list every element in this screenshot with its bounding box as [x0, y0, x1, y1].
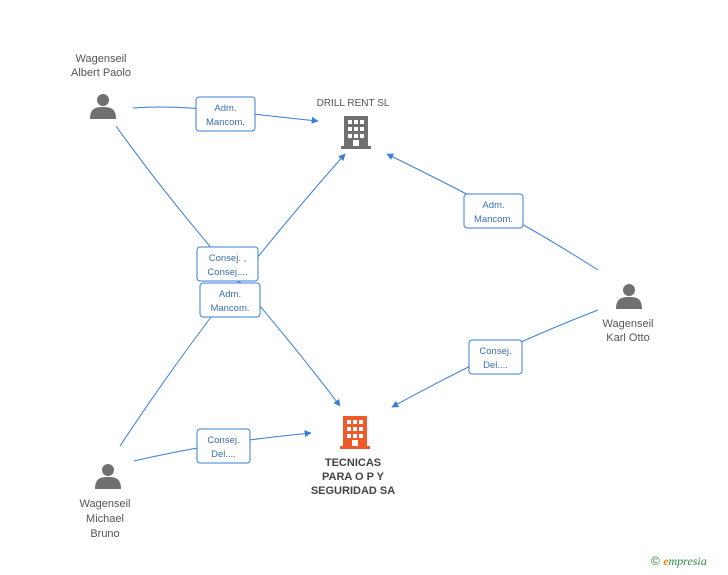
edge-label-line-2: Del.... — [211, 449, 236, 460]
edge-label-line-1: Adm. — [219, 289, 241, 300]
building-icon — [340, 416, 370, 449]
edge-label-e3[interactable]: Adm. Mancom. — [199, 282, 261, 318]
node-company-drill[interactable]: DRILL RENT SL — [317, 98, 390, 149]
node-label-line-2: PARA O P Y — [322, 471, 385, 483]
edge-label-e5[interactable]: Consej. Del.... — [468, 339, 523, 375]
node-label-line-1: DRILL RENT SL — [317, 98, 390, 109]
edge-label-box — [196, 428, 251, 464]
edge-label-line-2: Consej.... — [207, 267, 247, 278]
node-person-karl[interactable]: Wagenseil Karl Otto — [603, 284, 654, 344]
brand-logo-e: e — [663, 554, 669, 568]
edge-label-box — [196, 246, 259, 282]
edge-label-box — [195, 96, 256, 132]
building-icon — [341, 116, 371, 149]
edge-label-line-2: Mancom. — [210, 303, 249, 314]
node-company-tecnicas[interactable]: TECNICAS PARA O P Y SEGURIDAD SA — [311, 416, 395, 497]
edge-label-line-1: Consej. , — [209, 253, 247, 264]
edge-label-line-1: Consej. — [479, 346, 511, 357]
node-label-line-2: Michael — [86, 513, 124, 525]
node-label-line-2: Albert Paolo — [71, 67, 131, 79]
edge-label-line-2: Del.... — [483, 360, 508, 371]
node-label-line-3: Bruno — [90, 528, 119, 540]
edge-label-box — [199, 282, 261, 318]
node-label-line-1: TECNICAS — [325, 457, 381, 469]
edge-label-e4[interactable]: Adm. Mancom. — [463, 193, 524, 229]
edge-label-e6[interactable]: Consej. Del.... — [196, 428, 251, 464]
edge-label-box — [463, 193, 524, 229]
brand-logo-text: mpresia — [668, 554, 707, 568]
edge-label-line-1: Adm. — [482, 200, 504, 211]
node-label-line-3: SEGURIDAD SA — [311, 485, 395, 497]
edge-label-line-1: Consej. — [207, 435, 239, 446]
node-label-line-1: Wagenseil — [76, 53, 127, 65]
copyright-icon: © — [651, 554, 660, 568]
node-person-michael[interactable]: Wagenseil Michael Bruno — [80, 464, 131, 540]
edge-label-line-2: Mancom. — [206, 117, 245, 128]
edge-label-e2[interactable]: Consej. , Consej.... — [196, 246, 259, 282]
person-icon — [616, 284, 642, 309]
empresia-brand[interactable]: © empresia — [651, 554, 707, 569]
edge-label-box — [468, 339, 523, 375]
edge-label-e1[interactable]: Adm. Mancom. — [195, 96, 256, 132]
node-label-line-1: Wagenseil — [80, 498, 131, 510]
node-label-line-2: Karl Otto — [606, 332, 649, 344]
edge-lines — [115, 106, 599, 462]
edge-label-line-1: Adm. — [214, 103, 236, 114]
edge-label-line-2: Mancom. — [474, 214, 513, 225]
person-icon — [90, 94, 116, 119]
node-label-line-1: Wagenseil — [603, 318, 654, 330]
node-person-albert[interactable]: Wagenseil Albert Paolo — [71, 53, 131, 119]
person-icon — [95, 464, 121, 489]
